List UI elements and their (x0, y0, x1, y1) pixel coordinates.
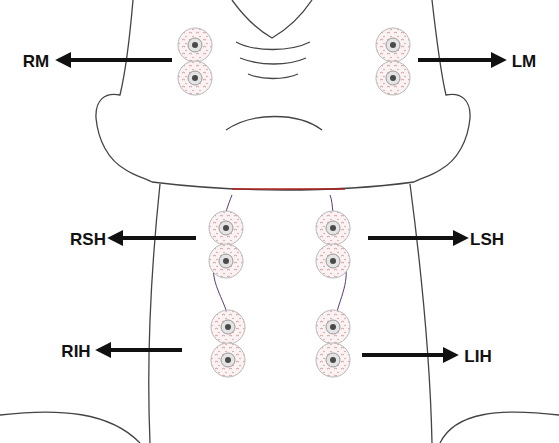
electrode-snap (386, 71, 400, 85)
lip-line (236, 42, 310, 50)
electrode-snap-core (192, 75, 198, 81)
right-face-ear (414, 0, 470, 182)
electrode-pad (316, 343, 350, 377)
electrode (376, 61, 410, 95)
electrode-snap (188, 38, 202, 52)
electrode-snap-core (223, 258, 229, 264)
electrode-site-label: LIH (464, 348, 491, 365)
arrow (108, 348, 182, 352)
jaw-accent-line (232, 188, 345, 190)
wire (226, 195, 232, 212)
electrode (211, 310, 245, 344)
left-neck-line (149, 184, 160, 443)
nose-line (232, 0, 312, 38)
left-face-ear (96, 0, 152, 182)
wire (330, 195, 333, 212)
electrode (316, 343, 350, 377)
electrode (316, 211, 350, 245)
electrode-snap (326, 320, 340, 334)
electrode (316, 244, 350, 278)
arrow (362, 353, 446, 357)
electrode (178, 61, 212, 95)
jaw-line (152, 182, 414, 190)
electrode-snap-core (223, 225, 229, 231)
electrode-snap (326, 353, 340, 367)
electrode-pad (211, 310, 245, 344)
electrode-snap-core (225, 324, 231, 330)
electrode-snap-core (192, 42, 198, 48)
electrode (209, 211, 243, 245)
arrow (68, 58, 172, 62)
electrode-snap (326, 221, 340, 235)
electrode-site-label: LSH (470, 231, 504, 248)
electrode (211, 343, 245, 377)
left-shoulder-line (0, 412, 140, 443)
arrow (418, 58, 494, 62)
electrode-snap (386, 38, 400, 52)
right-shoulder-line (440, 412, 559, 443)
right-neck-line (410, 184, 432, 443)
electrode-pad (316, 310, 350, 344)
lip-line (240, 58, 306, 64)
electrodes (178, 28, 410, 377)
arrows (68, 60, 494, 355)
electrode-snap-core (390, 42, 396, 48)
electrode-pad (209, 244, 243, 278)
electrode-snap (188, 71, 202, 85)
chin-line (226, 117, 322, 131)
electrode-site-label: RM (23, 53, 49, 70)
electrode-snap (221, 320, 235, 334)
electrode (209, 244, 243, 278)
electrode-snap-core (225, 357, 231, 363)
electrode-snap-core (330, 225, 336, 231)
electrode-pad (376, 28, 410, 62)
electrode-pad (178, 28, 212, 62)
electrode-snap (219, 221, 233, 235)
electrode (178, 28, 212, 62)
electrode-snap (219, 254, 233, 268)
electrode-snap-core (330, 258, 336, 264)
electrode (316, 310, 350, 344)
electrode (376, 28, 410, 62)
electrode-snap-core (330, 357, 336, 363)
electrode-site-label: RSH (70, 231, 106, 248)
electrode-pad (376, 61, 410, 95)
electrode-site-label: RIH (61, 343, 90, 360)
arrow (120, 236, 196, 240)
electrode-pad (178, 61, 212, 95)
electrode-snap-core (330, 324, 336, 330)
electrode-snap (221, 353, 235, 367)
arrow (368, 236, 456, 240)
electrode-site-label: LM (512, 53, 537, 70)
electrode-pad (211, 343, 245, 377)
electrode-snap (326, 254, 340, 268)
electrode-pad (209, 211, 243, 245)
lip-line (248, 74, 298, 79)
electrode-snap-core (390, 75, 396, 81)
electrode-pad (316, 244, 350, 278)
electrode-pad (316, 211, 350, 245)
